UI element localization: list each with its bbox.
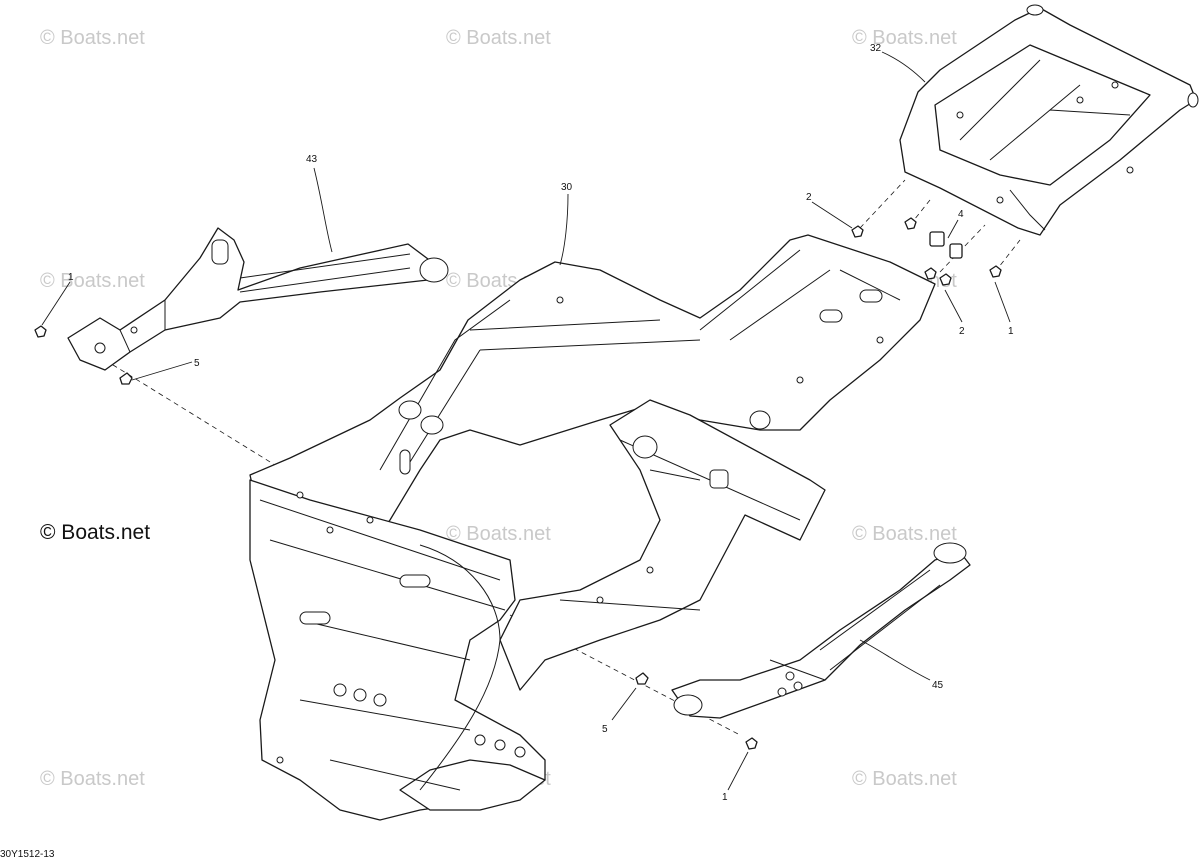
leader-lines xyxy=(41,51,1011,791)
alignment-line xyxy=(859,179,906,229)
leader-32 xyxy=(881,51,926,83)
part-43-left-tube xyxy=(67,227,449,371)
watermark: © Boats.net xyxy=(40,270,145,292)
bracket-4b xyxy=(949,243,963,259)
leader-2-upper xyxy=(811,201,853,229)
leader-1-right xyxy=(994,281,1011,323)
watermark-strong: © Boats.net xyxy=(40,521,151,544)
callout-43: 43 xyxy=(306,154,318,165)
leader-45 xyxy=(859,639,931,681)
watermark: © Boats.net xyxy=(852,768,957,790)
leader-1-bottom xyxy=(727,751,749,791)
callout-5: 5 xyxy=(602,724,608,735)
bolt-1-bottom xyxy=(745,737,758,750)
watermark: © Boats.net xyxy=(852,523,957,545)
leader-4 xyxy=(947,219,959,239)
alignment-line xyxy=(994,239,1021,273)
leader-1-left xyxy=(41,281,71,326)
part-30-main-frame xyxy=(249,234,936,821)
bolt-1 xyxy=(989,265,1002,278)
bolt-2c xyxy=(939,273,952,286)
watermark: © Boats.net xyxy=(40,768,145,790)
callout-2: 2 xyxy=(806,192,812,203)
callout-5: 5 xyxy=(194,358,200,369)
alignment-line xyxy=(939,224,986,273)
leader-5-bottom xyxy=(611,687,637,721)
watermark: © Boats.net xyxy=(446,523,551,545)
leader-5-left xyxy=(131,361,193,381)
leader-30 xyxy=(559,193,569,266)
nut-5-bottom xyxy=(635,672,649,685)
callout-32: 32 xyxy=(870,43,882,54)
callout-30: 30 xyxy=(561,182,573,193)
bracket-4 xyxy=(929,231,945,247)
bolt-1-left xyxy=(34,325,47,338)
nut-5-left xyxy=(119,372,133,385)
watermark: © Boats.net xyxy=(852,27,957,49)
bolt-2b xyxy=(924,267,937,280)
callout-1: 1 xyxy=(68,272,74,283)
watermark: © Boats.net xyxy=(446,27,551,49)
part-45-right-tube xyxy=(671,542,971,719)
callout-4: 4 xyxy=(958,209,964,220)
diagram-reference-code: 30Y1512-13 xyxy=(0,849,55,860)
callout-1: 1 xyxy=(722,792,728,803)
leader-43 xyxy=(313,167,333,253)
callout-1: 1 xyxy=(1008,326,1014,337)
leader-2-lower xyxy=(944,289,963,323)
callout-45: 45 xyxy=(932,680,944,691)
fasteners-rear xyxy=(34,217,1002,750)
callout-2: 2 xyxy=(959,326,965,337)
callout-labels: 43 30 32 2 4 2 1 1 5 45 5 1 xyxy=(68,43,1014,803)
watermark: © Boats.net xyxy=(40,27,145,49)
bolt-2 xyxy=(851,225,864,238)
alignment-line xyxy=(104,359,276,466)
part-32-rear-frame xyxy=(899,4,1199,236)
bolt xyxy=(904,217,917,230)
